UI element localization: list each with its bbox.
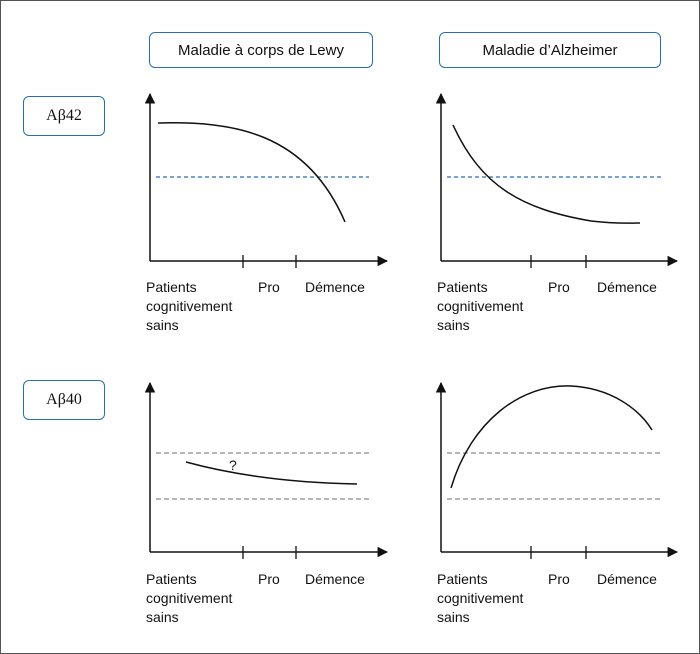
- label-patients-cognitively-healthy: Patients cognitivement sains: [146, 570, 232, 627]
- label-pro: Pro: [258, 571, 280, 587]
- row-header-ab42: Aβ42: [23, 96, 105, 136]
- panel-alzheimer-ab40: [435, 381, 679, 559]
- label-patients: Patients: [437, 279, 488, 295]
- label-healthy: sains: [437, 609, 470, 625]
- curve-ab40-alzheimer: [450, 385, 653, 489]
- label-pro: Pro: [548, 279, 570, 295]
- label-patients: Patients: [437, 571, 488, 587]
- panel-lewy-ab42: [144, 92, 389, 268]
- label-dementia: Démence: [597, 571, 657, 587]
- question-mark-annotation: ?: [229, 457, 237, 473]
- label-patients-cognitively-healthy: Patients cognitivement sains: [146, 278, 232, 335]
- panel-lewy-ab40: ?: [144, 381, 389, 559]
- label-healthy: sains: [146, 609, 179, 625]
- label-pro: Pro: [548, 571, 570, 587]
- curve-ab42-lewy: [157, 122, 346, 223]
- label-patients: Patients: [146, 571, 197, 587]
- label-patients: Patients: [146, 279, 197, 295]
- label-dementia: Démence: [305, 571, 365, 587]
- curve-ab42-alzheimer: [452, 124, 641, 224]
- row-header-ab40: Aβ40: [23, 380, 105, 420]
- label-pro: Pro: [258, 279, 280, 295]
- column-header-alzheimer: Maladie d’Alzheimer: [439, 32, 661, 68]
- panel-alzheimer-ab42: [435, 92, 679, 268]
- column-header-lewy: Maladie à corps de Lewy: [149, 32, 373, 68]
- label-healthy: sains: [146, 317, 179, 333]
- label-cognitively: cognitivement: [437, 590, 524, 606]
- label-cognitively: cognitivement: [146, 590, 233, 606]
- label-patients-cognitively-healthy: Patients cognitivement sains: [437, 278, 523, 335]
- label-dementia: Démence: [597, 279, 657, 295]
- curve-ab40-lewy: [185, 461, 358, 485]
- label-healthy: sains: [437, 317, 470, 333]
- label-patients-cognitively-healthy: Patients cognitivement sains: [437, 570, 523, 627]
- label-cognitively: cognitivement: [146, 298, 233, 314]
- label-cognitively: cognitivement: [437, 298, 524, 314]
- label-dementia: Démence: [305, 279, 365, 295]
